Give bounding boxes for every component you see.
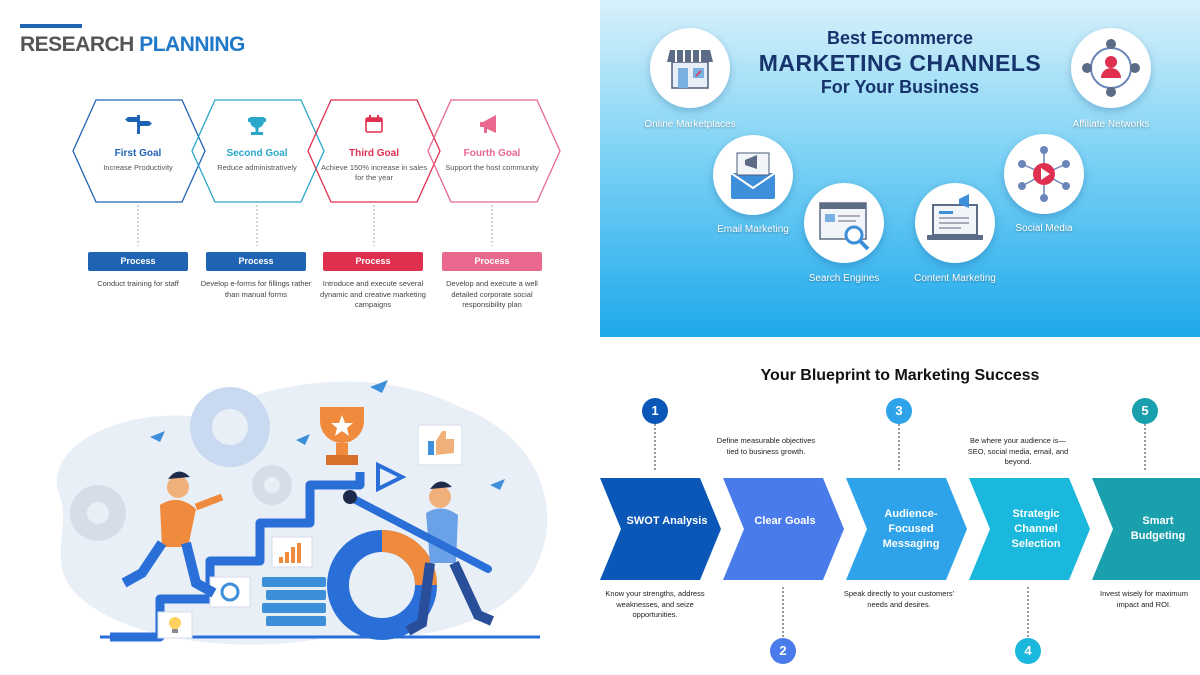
channel-6-label: Affiliate Networks <box>1072 119 1150 130</box>
goal-2-desc: Reduce administratively <box>217 163 297 172</box>
paint-brush-icon <box>343 490 492 573</box>
process-1-desc: Conduct training for staff <box>97 279 179 288</box>
social-network-icon <box>1018 146 1070 202</box>
step-2-desc: Define measurable objectives tied to bus… <box>716 436 816 456</box>
megaphone-icon <box>480 115 496 133</box>
thumbs-up-card-icon <box>417 424 463 466</box>
step-5-number: 5 <box>1132 398 1158 424</box>
signpost-icon <box>125 115 152 134</box>
process-4-label: Process <box>442 252 542 271</box>
step-1-label: SWOT Analysis <box>626 515 708 527</box>
light-bulb-card-icon <box>157 611 193 639</box>
channel-5-circle <box>1004 134 1084 214</box>
goal-4-desc: Support the host community <box>445 163 539 172</box>
step-1-desc: Know your strengths, address weaknesses,… <box>605 589 705 619</box>
step-3-label: Audience-Focused Messaging <box>882 508 940 550</box>
process-2-desc: Develop e-forms for fillings rather than… <box>200 279 312 299</box>
step-4-number: 4 <box>1015 638 1041 664</box>
channel-4-label: Content Marketing <box>914 273 996 284</box>
step-5-chevron <box>1092 478 1200 580</box>
blueprint-panel: Your Blueprint to Marketing Success 1 2 … <box>600 337 1200 675</box>
step-3-number: 3 <box>886 398 912 424</box>
channel-3-label: Search Engines <box>808 273 880 284</box>
process-3-desc: Introduce and execute several dynamic an… <box>320 279 426 309</box>
step-2-chevron <box>723 478 844 580</box>
ecommerce-title-line1: Best Ecommerce <box>826 28 974 48</box>
process-2-label: Process <box>206 252 306 271</box>
goal-1-hexagon <box>72 99 206 203</box>
goal-2-hexagon <box>191 99 325 203</box>
goal-4-hexagon <box>427 99 561 203</box>
calendar-icon <box>365 115 383 133</box>
laptop-content-icon <box>927 194 983 240</box>
man-painting-figure <box>405 481 494 636</box>
man-climbing-figure <box>121 471 224 598</box>
goal-4-name: Fourth Goal <box>463 148 521 159</box>
step-4-chevron <box>969 478 1090 580</box>
step-3-chevron <box>846 478 967 580</box>
paper-plane-icon <box>296 434 310 445</box>
trophy-icon <box>248 117 266 135</box>
step-2-number: 2 <box>770 638 796 664</box>
goal-1-name: First Goal <box>114 148 162 159</box>
channel-1-circle <box>650 28 730 108</box>
research-planning-title: RESEARCH PLANNING <box>20 33 245 56</box>
goal-hexagons <box>72 99 561 246</box>
step-1-number: 1 <box>642 398 668 424</box>
blueprint-title: Your Blueprint to Marketing Success <box>760 367 1040 384</box>
channel-5-label: Social Media <box>1015 223 1073 234</box>
process-4-desc: Develop and execute a well detailed corp… <box>446 279 538 309</box>
ecommerce-title-line3: For Your Business <box>820 77 980 97</box>
step-1-chevron <box>600 478 721 580</box>
ecommerce-channels-panel: Best Ecommerce MARKETING CHANNELS For Yo… <box>600 0 1200 337</box>
affiliate-network-icon <box>1082 39 1140 97</box>
goal-1-desc: Increase Productivity <box>103 163 173 172</box>
step-5-desc: Invest wisely for maximum impact and ROI… <box>1100 589 1188 609</box>
channel-3-circle <box>804 183 884 263</box>
strategy-illustration-panel <box>0 337 600 675</box>
goal-2-name: Second Goal <box>226 148 288 159</box>
goal-3-name: Third Goal <box>349 148 399 159</box>
process-3-label: Process <box>323 252 423 271</box>
storefront-icon <box>667 50 713 89</box>
goal-3-desc: Achieve 150% increase in sales for the y… <box>321 163 427 183</box>
step-5-label: Smart Budgeting <box>1130 515 1186 542</box>
title-accent-bar <box>20 24 82 28</box>
small-gear-icon <box>70 485 126 541</box>
search-browser-icon <box>819 202 870 251</box>
process-1-label: Process <box>88 252 188 271</box>
gear-card-icon <box>209 576 251 608</box>
trophy-icon <box>320 407 364 465</box>
channel-2-label: Email Marketing <box>717 224 789 235</box>
paper-plane-icon <box>150 431 165 442</box>
research-planning-panel: RESEARCH PLANNING <box>0 0 600 337</box>
step-3-desc: Speak directly to your customers' needs … <box>843 589 955 609</box>
growth-staircase-illustration <box>56 380 548 645</box>
channel-2-circle <box>713 135 793 215</box>
step-4-desc: Be where your audience is—SEO, social me… <box>967 436 1069 466</box>
book-stack-icon <box>262 577 326 626</box>
step-4-label: Strategic Channel Selection <box>1011 508 1061 550</box>
large-gear-icon <box>190 387 270 467</box>
ecommerce-title-line2: MARKETING CHANNELS <box>758 50 1042 76</box>
mini-gear-icon <box>252 465 292 505</box>
goal-3-hexagon <box>307 99 441 203</box>
paper-plane-icon <box>370 380 388 393</box>
bar-chart-card-icon <box>271 536 313 568</box>
channel-4-circle <box>915 183 995 263</box>
paper-plane-icon <box>490 479 505 490</box>
step-2-label: Clear Goals <box>754 515 816 527</box>
channel-6-circle <box>1071 28 1151 108</box>
email-megaphone-icon <box>730 152 776 199</box>
blueprint-arrows <box>600 424 1200 637</box>
play-arrow-icon <box>376 461 407 493</box>
channel-1-label: Online Marketplaces <box>644 119 736 130</box>
